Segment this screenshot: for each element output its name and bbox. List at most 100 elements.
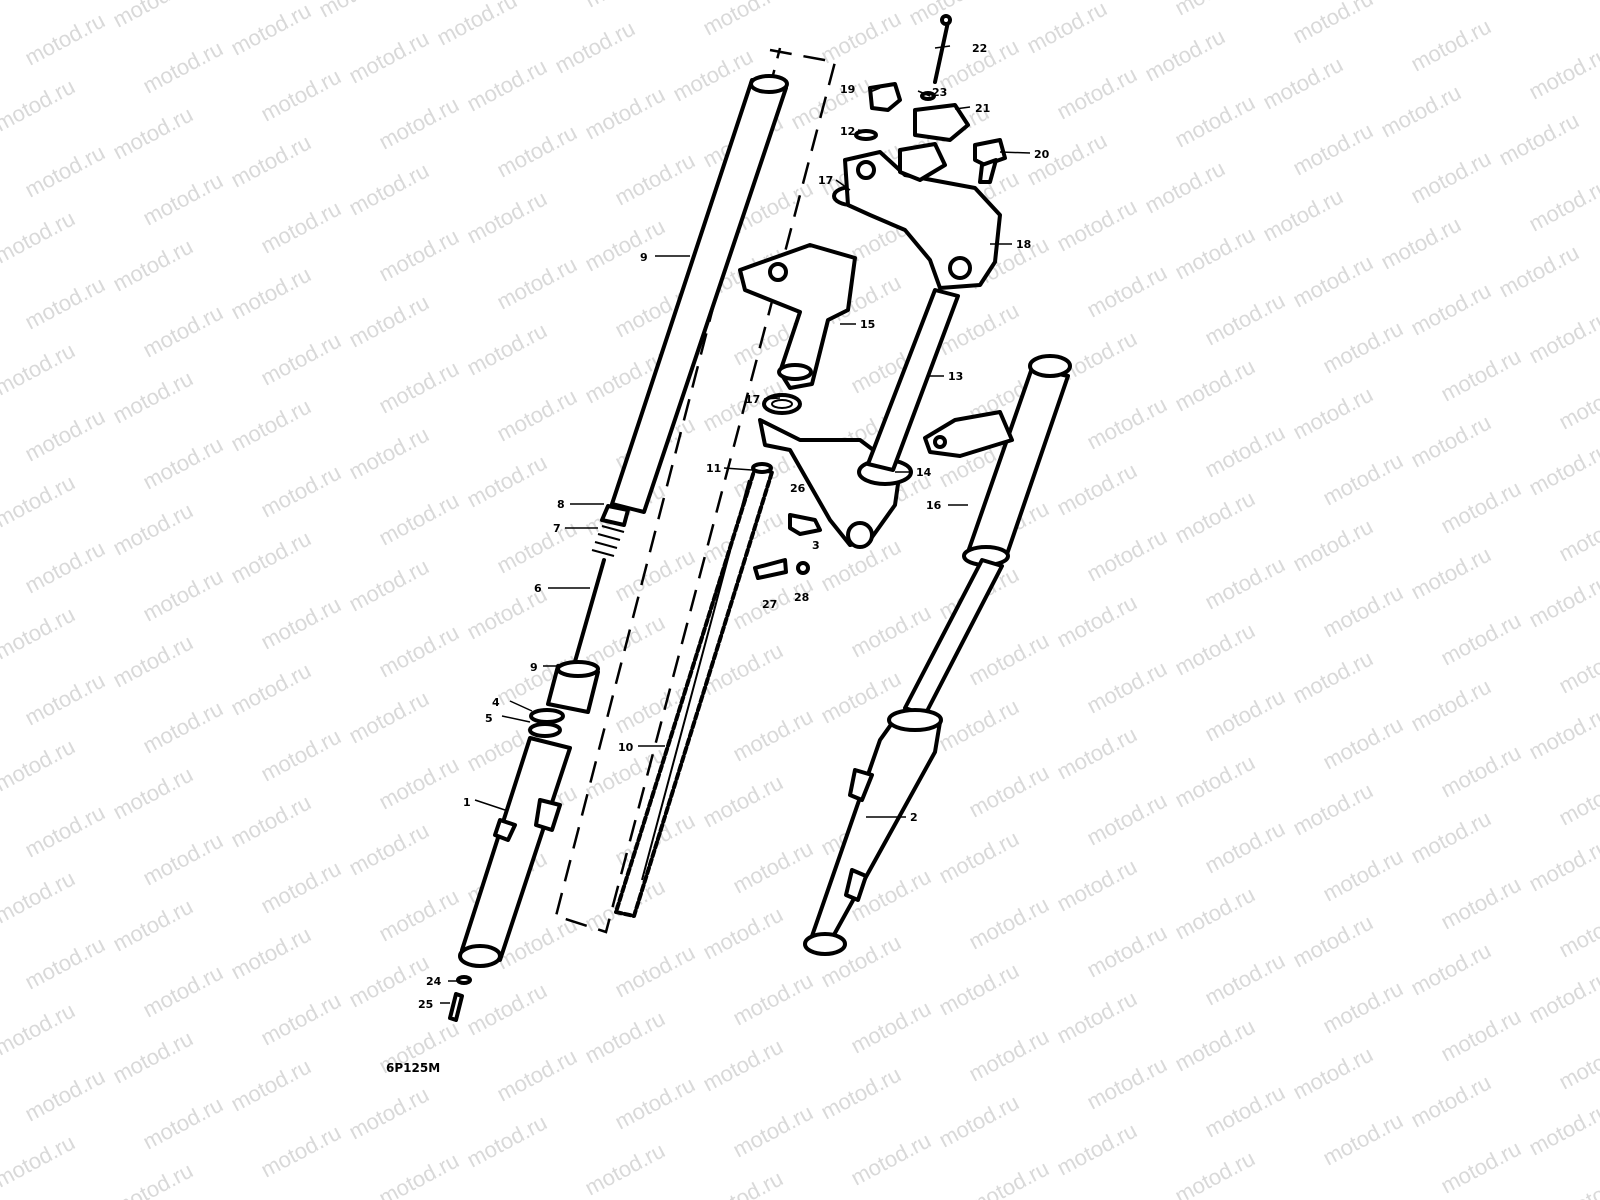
watermark-text: motod.ru — [21, 800, 109, 863]
bushing-part — [546, 660, 600, 714]
watermark-text: motod.ru — [1437, 608, 1525, 671]
callout-8: 8 — [557, 498, 565, 511]
watermark-text: motod.ru — [1201, 420, 1289, 483]
leader-lines — [440, 45, 1031, 1004]
watermark-text: motod.ru — [1555, 636, 1600, 699]
watermark-text: motod.ru — [1083, 260, 1171, 323]
watermark-text: motod.ru — [345, 818, 433, 881]
watermark-text: motod.ru — [1407, 146, 1495, 209]
callout-28: 28 — [794, 591, 809, 604]
watermark-text: motod.ru — [257, 64, 345, 127]
watermark-text: motod.ru — [0, 0, 79, 4]
watermark-text: motod.ru — [139, 696, 227, 759]
watermark-text: motod.ru — [139, 36, 227, 99]
watermark-text: motod.ru — [139, 1092, 227, 1155]
watermark-text: motod.ru — [1377, 212, 1465, 275]
watermark-text: motod.ru — [1289, 118, 1377, 181]
watermark-text: motod.ru — [139, 432, 227, 495]
figure-code: 6P125M — [386, 1061, 440, 1075]
watermark-text: motod.ru — [1555, 900, 1600, 963]
holder-bolt-part — [920, 14, 952, 101]
watermark-text: motod.ru — [1083, 1052, 1171, 1115]
watermark-text: motod.ru — [375, 752, 463, 815]
fork-spring-part — [614, 462, 774, 918]
watermark-text: motod.ru — [965, 760, 1053, 823]
watermark-text: motod.ru — [0, 866, 79, 929]
watermark-text: motod.ru — [1053, 458, 1141, 521]
watermark-text: motod.ru — [965, 628, 1053, 691]
callout-26: 26 — [790, 482, 806, 495]
watermark-text: motod.ru — [139, 564, 227, 627]
fork-tube-part — [610, 74, 789, 514]
watermark-text: motod.ru — [1289, 910, 1377, 973]
watermark-text: motod.ru — [1171, 1146, 1259, 1200]
watermark-text: motod.ru — [935, 694, 1023, 757]
watermark-text: motod.ru — [0, 206, 79, 269]
watermark-text: motod.ru — [0, 470, 79, 533]
watermark-text: motod.ru — [1319, 580, 1407, 643]
watermark-text: motod.ru — [1437, 740, 1525, 803]
right-fork-tube-part — [903, 354, 1072, 717]
callout-3: 3 — [812, 539, 820, 552]
watermark-text: motod.ru — [1319, 844, 1407, 907]
watermark-text: motod.ru — [847, 600, 935, 663]
watermark-text: motod.ru — [1525, 702, 1600, 765]
watermark-text: motod.ru — [1407, 410, 1495, 473]
watermark-text: motod.ru — [1555, 372, 1600, 435]
callout-10: 10 — [618, 741, 634, 754]
watermark-text: motod.ru — [1407, 806, 1495, 869]
watermark-text: motod.ru — [345, 158, 433, 221]
dust-seal-lower-part — [762, 393, 802, 415]
watermark-text: motod.ru — [1171, 222, 1259, 285]
watermark-text: motod.ru — [1319, 448, 1407, 511]
callout-9a: 9 — [640, 251, 648, 264]
callout-21: 21 — [975, 102, 990, 115]
watermark-text: motod.ru — [1201, 816, 1289, 879]
watermark-text: motod.ru — [0, 734, 79, 797]
watermark-text: motod.ru — [21, 404, 109, 467]
watermark-text: motod.ru — [1525, 306, 1600, 369]
watermark-text: motod.ru — [581, 1138, 669, 1200]
watermark-text: motod.ru — [227, 1054, 315, 1117]
callout-7: 7 — [553, 522, 561, 535]
watermark-text: motod.ru — [1495, 108, 1583, 171]
watermark-text: motod.ru — [1555, 1032, 1600, 1095]
watermark-text: motod.ru — [611, 148, 699, 211]
watermark-text: motod.ru — [375, 92, 463, 155]
watermark-text: motod.ru — [965, 892, 1053, 955]
watermark-text: motod.ru — [109, 762, 197, 825]
watermark-text: motod.ru — [1201, 684, 1289, 747]
watermark-text: motod.ru — [21, 140, 109, 203]
watermark-text: motod.ru — [729, 704, 817, 767]
callout-17a: 17 — [818, 174, 833, 187]
watermark-text: motod.ru — [1289, 646, 1377, 709]
watermark-text: motod.ru — [375, 356, 463, 419]
watermark-text: motod.ru — [1495, 240, 1583, 303]
watermark-text: motod.ru — [257, 328, 345, 391]
watermark-text: motod.ru — [1141, 156, 1229, 219]
watermark-text: motod.ru — [1083, 920, 1171, 983]
watermark-text: motod.ru — [1407, 1070, 1495, 1133]
watermark-text: motod.ru — [257, 1120, 345, 1183]
watermark-text: motod.ru — [965, 1024, 1053, 1087]
watermark-text: motod.ru — [0, 338, 79, 401]
callout-27: 27 — [762, 598, 777, 611]
watermark-text: motod.ru — [257, 856, 345, 919]
stem-bolt-part — [973, 138, 1007, 184]
watermark-text: motod.ru — [1289, 0, 1377, 48]
watermark-text: motod.ru — [227, 262, 315, 325]
callout-5: 5 — [485, 712, 493, 725]
watermark-text: motod.ru — [109, 1026, 197, 1089]
watermark-text: motod.ru — [21, 8, 109, 71]
watermark-text: motod.ru — [375, 224, 463, 287]
callout-12: 12 — [840, 125, 855, 138]
watermark-text: motod.ru — [227, 922, 315, 985]
watermark-text: motod.ru — [21, 1064, 109, 1127]
watermark-text: motod.ru — [345, 26, 433, 89]
watermark-text: motod.ru — [1319, 712, 1407, 775]
watermark-text: motod.ru — [463, 450, 551, 513]
callout-labels: 1 2 3 4 5 6 7 8 9 9 10 11 12 13 14 15 16… — [418, 42, 1050, 1011]
callout-25: 25 — [418, 998, 433, 1011]
watermark-text: motod.ru — [1053, 590, 1141, 653]
watermark-text: motod.ru — [345, 554, 433, 617]
